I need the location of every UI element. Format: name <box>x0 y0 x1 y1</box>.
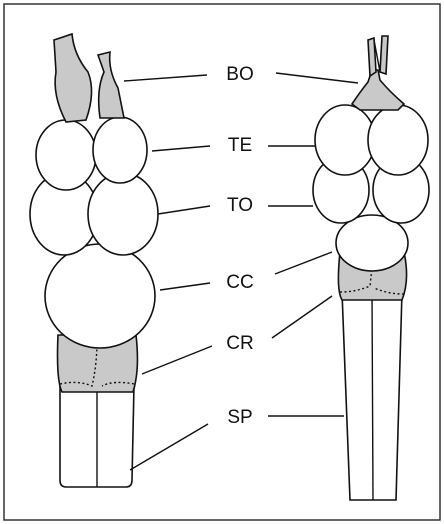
label-cc: CC <box>226 272 253 293</box>
label-to: TO <box>227 195 253 216</box>
left-telencephalon-right <box>93 117 147 183</box>
left-brain <box>30 34 158 487</box>
right-brain <box>313 36 429 500</box>
right-telencephalon-left <box>315 105 375 175</box>
leader-sp-left <box>130 424 208 470</box>
leader-cr-left <box>142 346 212 374</box>
leader-te-left <box>152 146 210 151</box>
right-olfactory-tract-right <box>380 36 388 74</box>
left-olfactory-bulb-left <box>54 34 92 122</box>
label-te: TE <box>228 135 252 156</box>
label-sp: SP <box>227 407 252 428</box>
left-telencephalon-left <box>36 120 96 190</box>
leader-to-left <box>158 206 210 214</box>
left-optic-tectum-right <box>88 173 158 255</box>
leader-cc-left <box>160 283 210 290</box>
leader-bo-right <box>276 73 358 83</box>
leader-bo-left <box>124 75 207 81</box>
label-bo: BO <box>226 64 253 85</box>
leader-cr-right <box>272 296 332 338</box>
label-cr: CR <box>226 333 253 354</box>
labels: BO TE TO CC CR SP <box>226 64 253 428</box>
left-corpus-cerebelli <box>45 244 155 348</box>
left-olfactory-bulb-right <box>98 52 124 118</box>
right-telencephalon-right <box>368 105 428 175</box>
leader-cc-right <box>275 252 332 274</box>
right-olfactory-bulb <box>352 70 404 110</box>
